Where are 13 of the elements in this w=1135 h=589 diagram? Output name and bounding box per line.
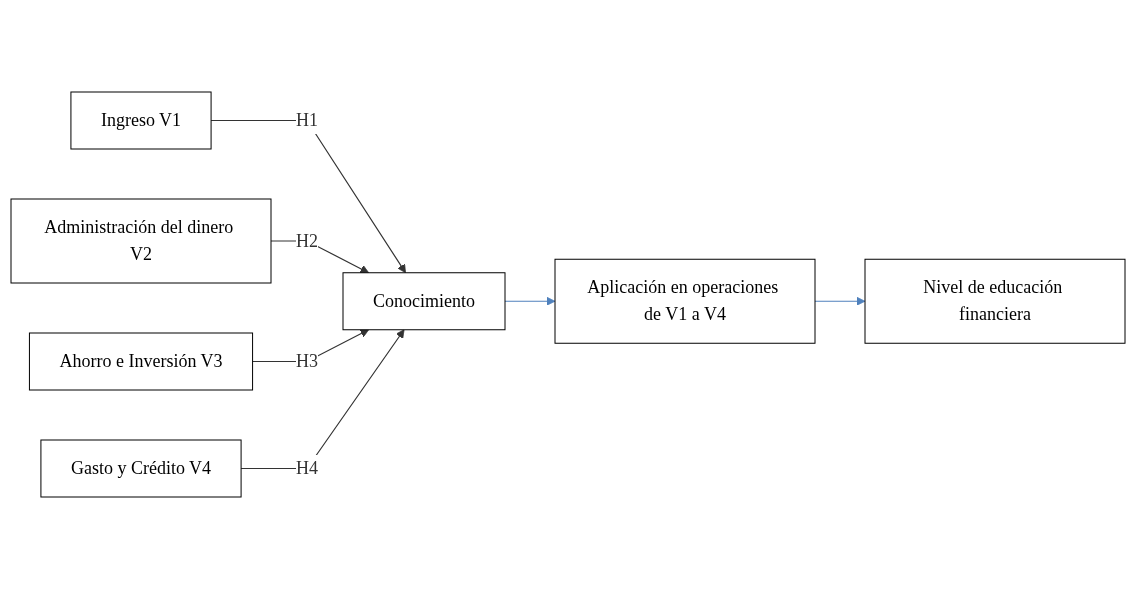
arrow <box>503 296 555 306</box>
node-box: Nivel de educación financiera <box>864 258 1125 344</box>
node-box: Aplicación en operaciones de V1 a V4 <box>554 258 815 344</box>
edge-label: H3 <box>295 351 318 371</box>
edge-label: H2 <box>295 230 318 251</box>
node-box: Ingreso V1 <box>69 91 212 150</box>
node-box: Gasto y Crédito V4 <box>39 439 242 498</box>
arrow <box>813 296 865 306</box>
edge-label: H4 <box>295 458 318 478</box>
node-box: Conocimiento <box>342 272 505 331</box>
node-box: Ahorro e Inversión V3 <box>28 332 253 391</box>
edge-label: H1 <box>295 110 318 130</box>
node-box: Administración del dinero V2 <box>10 198 271 284</box>
